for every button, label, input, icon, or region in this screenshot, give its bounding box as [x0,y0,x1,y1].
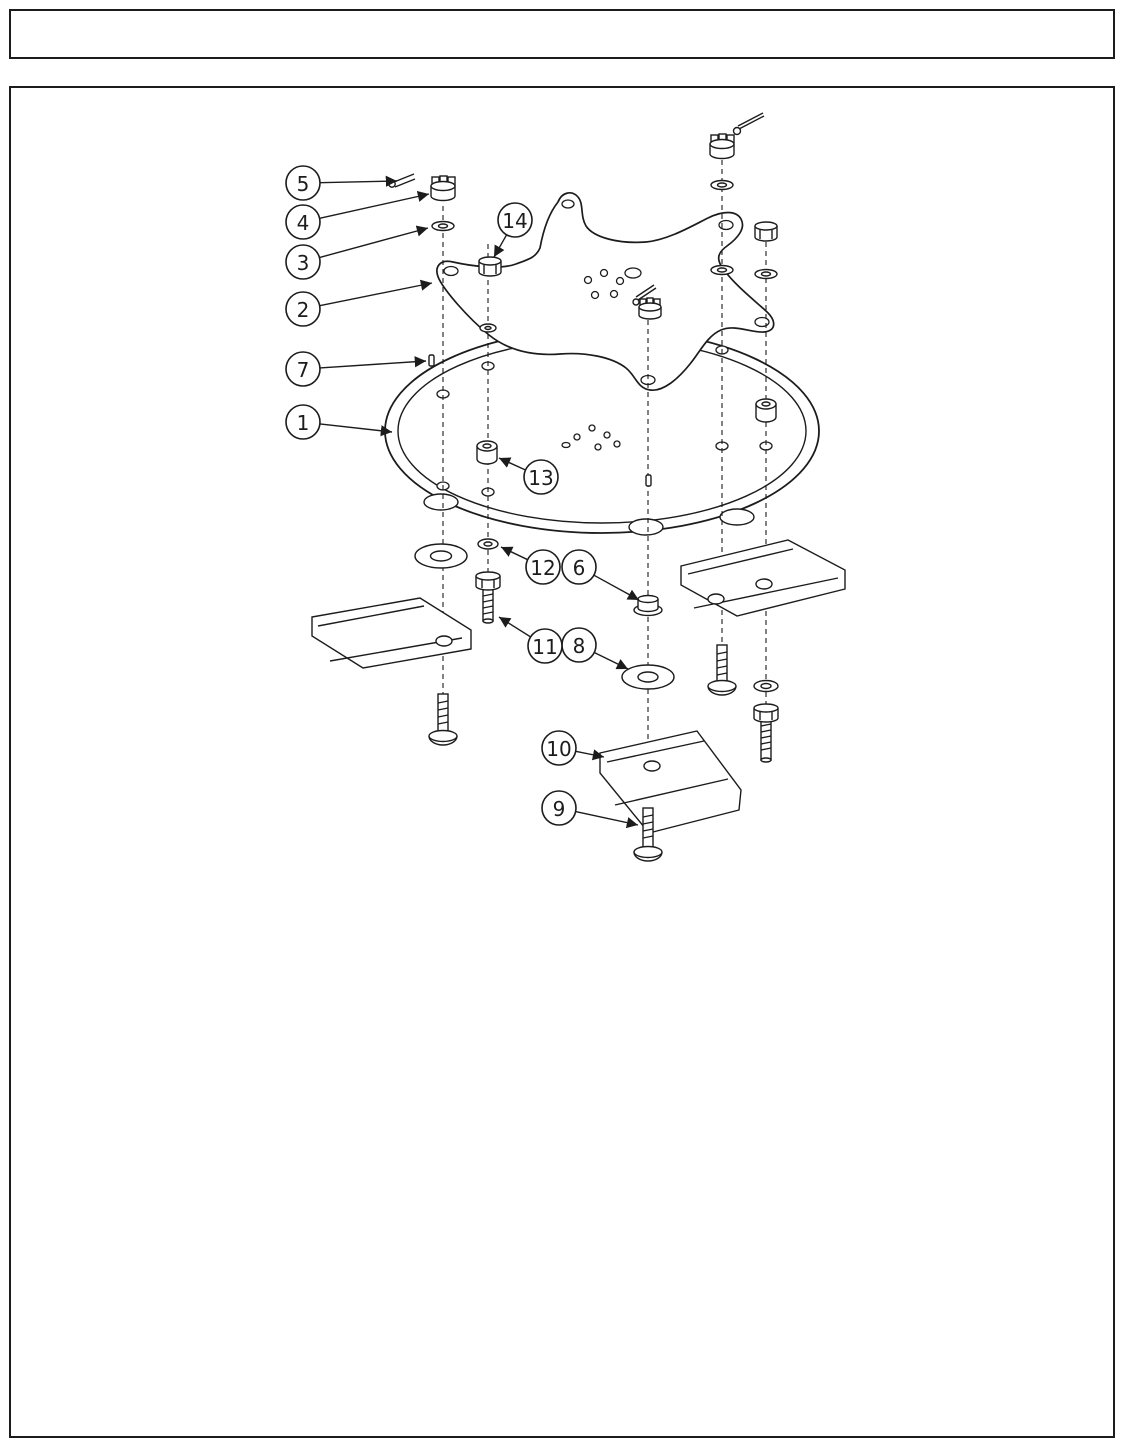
callout-label-2: 2 [297,298,310,322]
flat-washer [710,179,734,191]
callout-leader-12 [500,546,528,561]
callout-leader-6 [593,574,640,601]
disc-foot [628,518,664,536]
hex-nut [478,256,502,277]
carriage-bolt [633,807,663,862]
callout-label-7: 7 [297,358,310,382]
callout-circle-13 [523,459,559,495]
carriage-bolt [428,693,458,746]
header-box [9,9,1115,59]
callout-label-1: 1 [297,411,310,435]
callout-circle-10 [541,730,577,766]
callout-label-11: 11 [532,635,557,659]
flat-washer [710,264,734,276]
callout-leader-9 [575,810,639,829]
callout-label-14: 14 [502,209,527,233]
callout-leader-13 [498,457,526,471]
flat-washer [754,268,778,280]
flat-washer [753,679,779,693]
callout-label-10: 10 [546,737,571,761]
callout-circle-7 [285,351,321,387]
callout-circle-11 [527,628,563,664]
disc-foot [423,493,459,511]
callout-leader-1 [319,423,393,437]
callout-circle-1 [285,404,321,440]
hex-nut [754,221,778,242]
callout-label-3: 3 [297,251,310,275]
figure-border [9,86,1115,1438]
spider-plate [436,192,775,391]
callout-label-9: 9 [553,797,566,821]
callout-label-6: 6 [573,556,586,580]
flat-washer [431,220,455,232]
mower-blade [680,539,846,617]
callout-circle-2 [285,291,321,327]
flat-washer [479,323,497,333]
carriage-bolt [707,644,737,696]
callout-circle-5 [285,165,321,201]
callout-leader-10 [575,749,605,761]
callout-leader-4 [319,190,430,219]
callout-circle-4 [285,204,321,240]
callout-label-8: 8 [573,634,586,658]
large-flat-washer [621,664,675,690]
callout-leader-2 [319,279,433,307]
callout-label-4: 4 [297,211,310,235]
callout-circle-14 [497,202,533,238]
mower-blade [311,597,472,669]
disc-holes [436,345,773,497]
bushing [476,440,498,465]
callout-leader-7 [319,356,427,369]
spider-arm-holes [443,199,770,386]
callout-label-5: 5 [297,172,310,196]
castle-nut [430,175,456,202]
cotter-pin [732,112,765,136]
cotter-pin [632,284,657,306]
callout-circle-3 [285,244,321,280]
callout-leader-3 [319,225,429,259]
castle-nut [709,133,735,160]
callout-leader-11 [498,616,531,638]
callout-leader-5 [319,175,398,187]
callout-circle-6 [561,549,597,585]
roll-pin [428,354,435,367]
callout-label-12: 12 [530,556,555,580]
callout-label-13: 13 [528,466,553,490]
lock-washer [477,538,499,550]
blade-disc [384,328,820,536]
hex-bolt [753,703,779,763]
hardware [311,112,846,862]
callout-circle-9 [541,790,577,826]
callout-circle-12 [525,549,561,585]
disc-foot [719,508,755,526]
large-flat-washer [414,543,468,569]
bushing [755,398,777,423]
castle-nut [638,297,662,320]
hex-bolt [475,571,501,624]
spider-hub [583,267,642,300]
callout-leader-14 [493,234,508,258]
roll-pin [645,474,652,487]
mower-blade [599,730,742,834]
flange-nut [633,594,663,617]
callout-leader-8 [593,651,629,670]
